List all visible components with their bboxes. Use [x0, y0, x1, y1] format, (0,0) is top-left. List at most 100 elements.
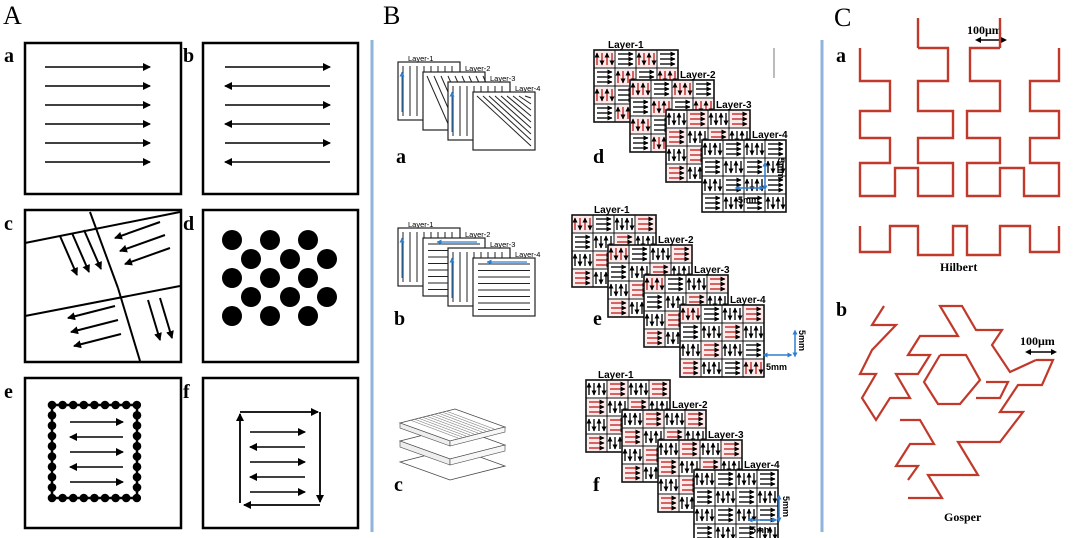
dot — [100, 400, 110, 410]
layer-label: Layer-2 — [465, 230, 490, 239]
layer-label: Layer-4 — [515, 250, 540, 259]
arrow — [71, 232, 90, 273]
dot — [280, 287, 300, 307]
scale-label-b: 100μm — [1020, 334, 1055, 348]
hilbert-anchor — [858, 14, 862, 18]
dot — [47, 400, 57, 410]
layer-label: Layer-1 — [594, 205, 630, 216]
layer-label: Layer-3 — [708, 430, 744, 441]
scale-label-a: 100μm — [967, 23, 1002, 37]
dot — [222, 230, 242, 250]
dot — [280, 249, 300, 269]
dot — [132, 472, 142, 482]
layer-label: Layer-2 — [465, 64, 490, 73]
layer-label: Layer-3 — [490, 240, 515, 249]
grid-line — [24, 285, 181, 317]
dot — [47, 452, 57, 461]
dot — [47, 483, 57, 492]
checkerboard-layer — [693, 469, 779, 538]
layer-sheet — [472, 91, 536, 151]
sheet-top — [398, 408, 507, 447]
dot — [241, 287, 261, 307]
alternating-arrows — [224, 63, 331, 166]
contour-fill-arrows — [69, 418, 124, 486]
layer-label: Layer-1 — [598, 370, 634, 381]
dot — [241, 249, 261, 269]
hilbert-curve-top — [916, 18, 1002, 48]
dot — [132, 431, 142, 441]
dot — [132, 441, 142, 451]
arrow — [147, 299, 162, 341]
dot — [132, 452, 142, 461]
dot — [121, 493, 131, 503]
arrow — [59, 235, 78, 276]
hatch-line — [421, 416, 471, 436]
hatch-line — [441, 411, 491, 431]
dot — [90, 493, 99, 503]
checkerboard-rotated-pattern — [24, 211, 181, 362]
dot — [100, 493, 110, 503]
grid-line — [24, 211, 181, 244]
grid-line — [117, 287, 141, 362]
hatch-line — [429, 414, 479, 434]
dot-matrix-pattern — [222, 230, 337, 326]
dot — [47, 431, 57, 441]
dot — [132, 483, 142, 492]
arrow — [70, 319, 119, 335]
layer-label: Layer-4 — [730, 295, 766, 306]
hatch-line — [417, 417, 467, 437]
layer-label: Layer-3 — [490, 74, 515, 83]
grid-line — [89, 211, 119, 289]
layer-label: Layer-4 — [744, 460, 780, 471]
dot — [47, 421, 57, 430]
layer-label: Layer-4 — [515, 84, 540, 93]
sub-label-b-c: c — [394, 474, 403, 496]
box-a-a — [23, 41, 183, 196]
arrow — [73, 333, 122, 349]
dimension-d: 5mm 5mm — [734, 158, 786, 205]
caption-hilbert: Hilbert — [940, 260, 977, 274]
box-a-d — [201, 208, 360, 364]
box-a-c — [23, 208, 183, 364]
dot — [260, 268, 280, 288]
dot — [79, 493, 89, 503]
arrow — [67, 305, 116, 321]
dot — [298, 306, 318, 326]
layer-stack-3d — [398, 408, 507, 481]
arrow — [114, 221, 161, 240]
layer-label: Layer-3 — [694, 265, 730, 276]
hilbert-curve-right — [965, 46, 1061, 198]
dot — [68, 400, 78, 410]
sheet-hatching — [409, 410, 495, 439]
sub-label-a-f: f — [183, 381, 190, 403]
sub-label-c-b: b — [836, 299, 847, 321]
arrow — [159, 297, 174, 339]
dot — [111, 400, 120, 410]
layer-label: Layer-2 — [672, 400, 708, 411]
dimension-f: 5mm 5mm — [747, 494, 791, 535]
dot — [132, 400, 142, 410]
dot — [260, 306, 280, 326]
section-label-c: C — [834, 3, 851, 32]
hatch-line — [445, 410, 495, 430]
dimension-e: 5mm 5mm — [762, 329, 807, 372]
arrow — [124, 247, 171, 266]
box-a-b — [201, 41, 360, 196]
sub-label-b-a: a — [396, 146, 406, 168]
sub-label-b-e: e — [593, 308, 602, 330]
dot — [260, 230, 280, 250]
dot — [132, 411, 142, 420]
sub-label-b-b: b — [394, 308, 405, 330]
dot — [47, 411, 57, 420]
sub-label-a-e: e — [4, 381, 13, 403]
dot — [132, 421, 142, 430]
sub-label-a-d: d — [183, 213, 194, 235]
dot — [121, 400, 131, 410]
checkerboard-layer — [679, 304, 765, 378]
dot — [111, 493, 120, 503]
caption-gosper: Gosper — [944, 510, 982, 524]
sub-label-b-f: f — [593, 474, 600, 496]
